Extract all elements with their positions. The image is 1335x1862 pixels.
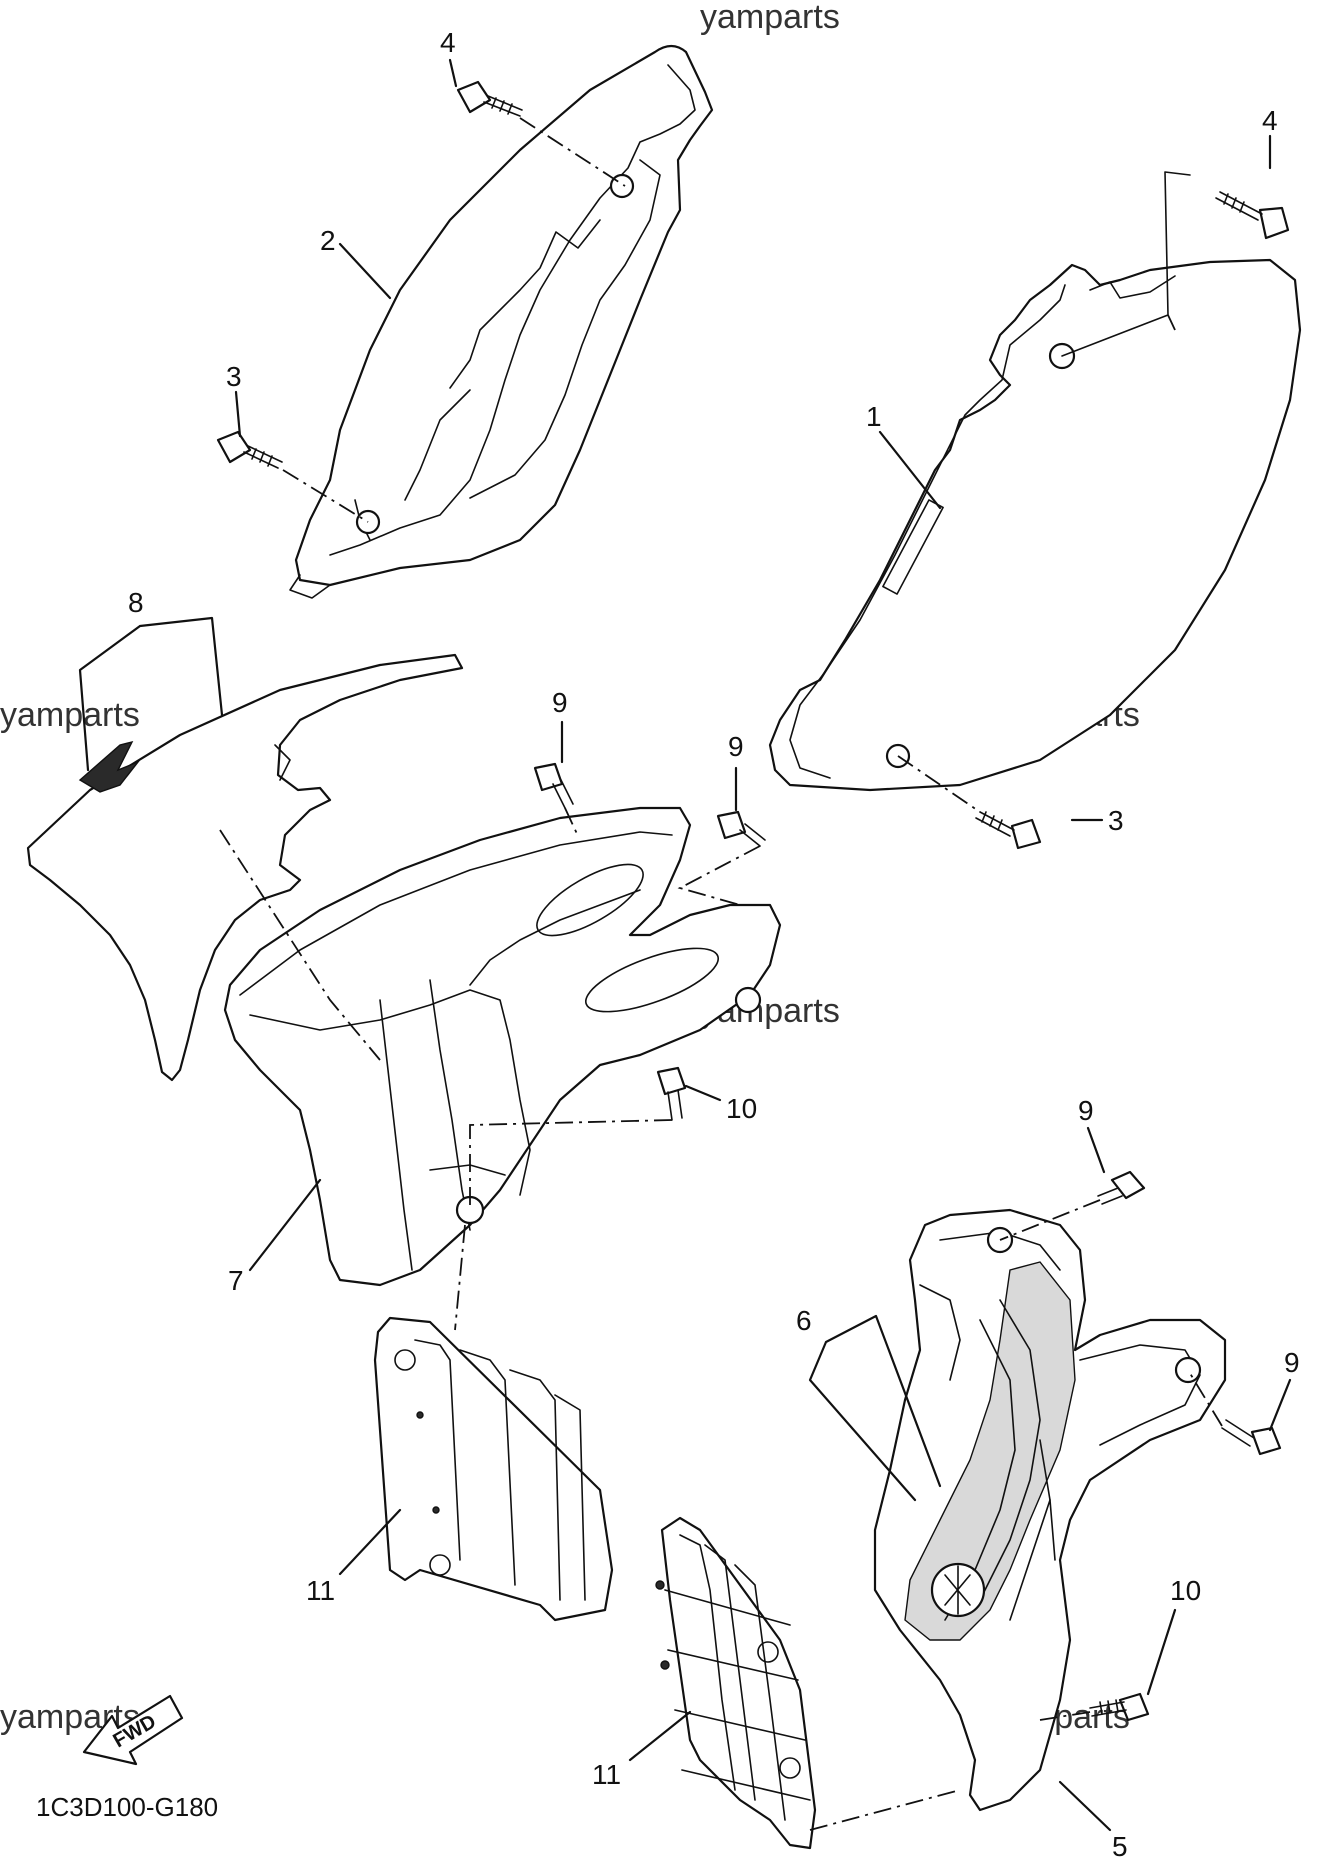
callout-7: 7 bbox=[228, 1265, 244, 1296]
part-1-side-cover-right bbox=[768, 258, 1302, 792]
callout-3-right: 3 bbox=[1108, 805, 1124, 836]
callout-11-left: 11 bbox=[306, 1575, 335, 1606]
watermark-top: yamparts bbox=[700, 0, 840, 36]
watermark-left: yamparts bbox=[0, 696, 140, 734]
callout-3-left: 3 bbox=[226, 361, 242, 392]
bolt-10-right bbox=[1089, 1692, 1150, 1722]
callout-10-right: 10 bbox=[1170, 1575, 1201, 1606]
bolt-10-center bbox=[656, 1066, 687, 1121]
bolt-4-top bbox=[456, 80, 523, 117]
part-11-louver-left bbox=[373, 1316, 614, 1622]
callout-2: 2 bbox=[320, 225, 336, 256]
center-lines bbox=[219, 117, 1223, 1831]
fwd-arrow-icon: FWD bbox=[82, 1694, 184, 1766]
callout-1: 1 bbox=[866, 401, 882, 432]
bolt-4-right bbox=[1215, 191, 1290, 240]
callout-8: 8 bbox=[128, 587, 144, 618]
callout-9-d: 9 bbox=[1284, 1347, 1300, 1378]
callout-10-center: 10 bbox=[726, 1093, 757, 1124]
callout-9-a: 9 bbox=[552, 687, 568, 718]
callout-6: 6 bbox=[796, 1305, 812, 1336]
callout-9-c: 9 bbox=[1078, 1095, 1094, 1126]
part-2-side-cover-left bbox=[289, 44, 714, 599]
bolt-3-left bbox=[216, 430, 283, 469]
callout-4-right: 4 bbox=[1262, 105, 1278, 136]
part-5-shroud-right bbox=[873, 1208, 1227, 1812]
callout-5: 5 bbox=[1112, 1831, 1128, 1862]
bolt-9-d bbox=[1221, 1419, 1282, 1456]
bolt-3-right bbox=[975, 811, 1042, 850]
callouts: 4 2 3 4 1 3 8 9 9 10 7 9 9 6 10 11 11 5 bbox=[128, 27, 1300, 1862]
bolt-9-c bbox=[1097, 1170, 1146, 1205]
callout-4-top: 4 bbox=[440, 27, 456, 58]
leader-lines bbox=[78, 58, 1292, 1832]
callout-9-b: 9 bbox=[728, 731, 744, 762]
callout-11-right: 11 bbox=[592, 1759, 621, 1790]
bolt-9-b bbox=[716, 810, 766, 847]
bolt-9-a bbox=[533, 762, 574, 809]
diagram-code: 1C3D100-G180 bbox=[36, 1792, 218, 1822]
part-11-louver-right bbox=[655, 1516, 817, 1850]
